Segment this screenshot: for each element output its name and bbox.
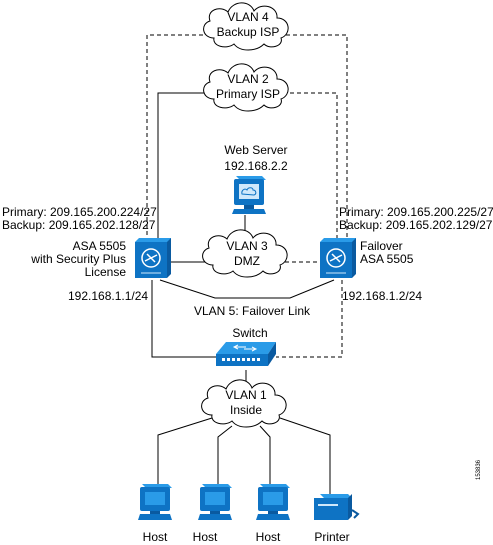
cloud-vlan4-line1: VLAN 4 — [227, 10, 269, 24]
inside-host3-link — [259, 425, 271, 484]
inside-host1-link — [157, 417, 213, 484]
computer-icon — [232, 176, 266, 214]
web-server-name: Web Server — [224, 143, 287, 157]
cloud-icon — [202, 229, 288, 278]
cloud-icon — [203, 2, 289, 51]
inside-printer-link — [279, 417, 331, 494]
left-asa-switch-link — [151, 280, 216, 358]
cloud-vlan2: VLAN 2 Primary ISP — [203, 63, 289, 112]
switch: Switch — [216, 326, 276, 366]
asa-right: Primary: 209.165.200.225/27 Backup: 209.… — [320, 205, 493, 303]
host-3: Host — [256, 484, 290, 544]
host-1: Host — [138, 484, 172, 544]
cloud-vlan1-line2: Inside — [230, 403, 262, 417]
asa-left-name-line3: License — [85, 265, 127, 279]
computer-icon — [256, 484, 290, 520]
figure-id: 153836 — [476, 459, 482, 480]
host-2: Host — [193, 484, 232, 544]
asa-left: Primary: 209.165.200.224/27 Backup: 209.… — [2, 205, 171, 303]
asa-left-name-line2: with Security Plus — [30, 252, 126, 266]
cloud-icon — [203, 63, 289, 112]
web-server: Web Server 192.168.2.2 — [224, 143, 288, 214]
asa-right-name-line1: Failover — [360, 239, 403, 253]
cloud-vlan2-line2: Primary ISP — [216, 87, 280, 101]
cloud-vlan1-line1: VLAN 1 — [225, 388, 267, 402]
asa-left-backup: Backup: 209.165.202.128/27 — [2, 218, 156, 232]
asa-right-inside-ip: 192.168.1.2/24 — [342, 289, 422, 303]
firewall-icon — [135, 238, 171, 278]
cloud-vlan1: VLAN 1 Inside — [201, 379, 287, 428]
backup-isp-link-left — [146, 34, 210, 240]
host-1-label: Host — [143, 530, 168, 544]
cloud-vlan2-line1: VLAN 2 — [227, 72, 269, 86]
web-server-ip: 192.168.2.2 — [224, 159, 288, 173]
host-3-label: Host — [256, 530, 281, 544]
cloud-vlan3: VLAN 3 DMZ — [202, 229, 288, 278]
printer-label: Printer — [314, 530, 349, 544]
asa-left-inside-ip: 192.168.1.1/24 — [68, 289, 148, 303]
failover-link-line — [159, 279, 335, 299]
printer: Printer — [314, 494, 360, 544]
inside-host2-link — [217, 425, 233, 484]
host-2-label: Host — [193, 530, 218, 544]
switch-icon — [216, 342, 276, 366]
computer-icon — [198, 484, 232, 520]
right-asa-switch-link — [276, 280, 343, 358]
connections — [146, 34, 348, 494]
asa-left-name-line1: ASA 5505 — [73, 239, 127, 253]
cloud-icon — [201, 379, 287, 428]
printer-icon — [314, 494, 360, 520]
primary-isp-link-left — [157, 92, 213, 240]
asa-right-backup: Backup: 209.165.202.129/27 — [339, 218, 493, 232]
failover-link-label: VLAN 5: Failover Link — [194, 304, 311, 318]
primary-isp-link-right — [283, 92, 338, 240]
cloud-vlan3-line2: DMZ — [234, 254, 260, 268]
firewall-icon — [320, 238, 356, 278]
computer-icon — [138, 484, 172, 520]
switch-label: Switch — [232, 326, 267, 340]
backup-isp-link-right — [286, 34, 348, 240]
asa-left-primary: Primary: 209.165.200.224/27 — [2, 205, 157, 219]
asa-right-primary: Primary: 209.165.200.225/27 — [339, 205, 493, 219]
cloud-vlan4-line2: Backup ISP — [217, 25, 280, 39]
cloud-vlan4: VLAN 4 Backup ISP — [203, 2, 289, 51]
cloud-vlan3-line1: VLAN 3 — [226, 239, 268, 253]
asa-right-name-line2: ASA 5505 — [360, 252, 414, 266]
